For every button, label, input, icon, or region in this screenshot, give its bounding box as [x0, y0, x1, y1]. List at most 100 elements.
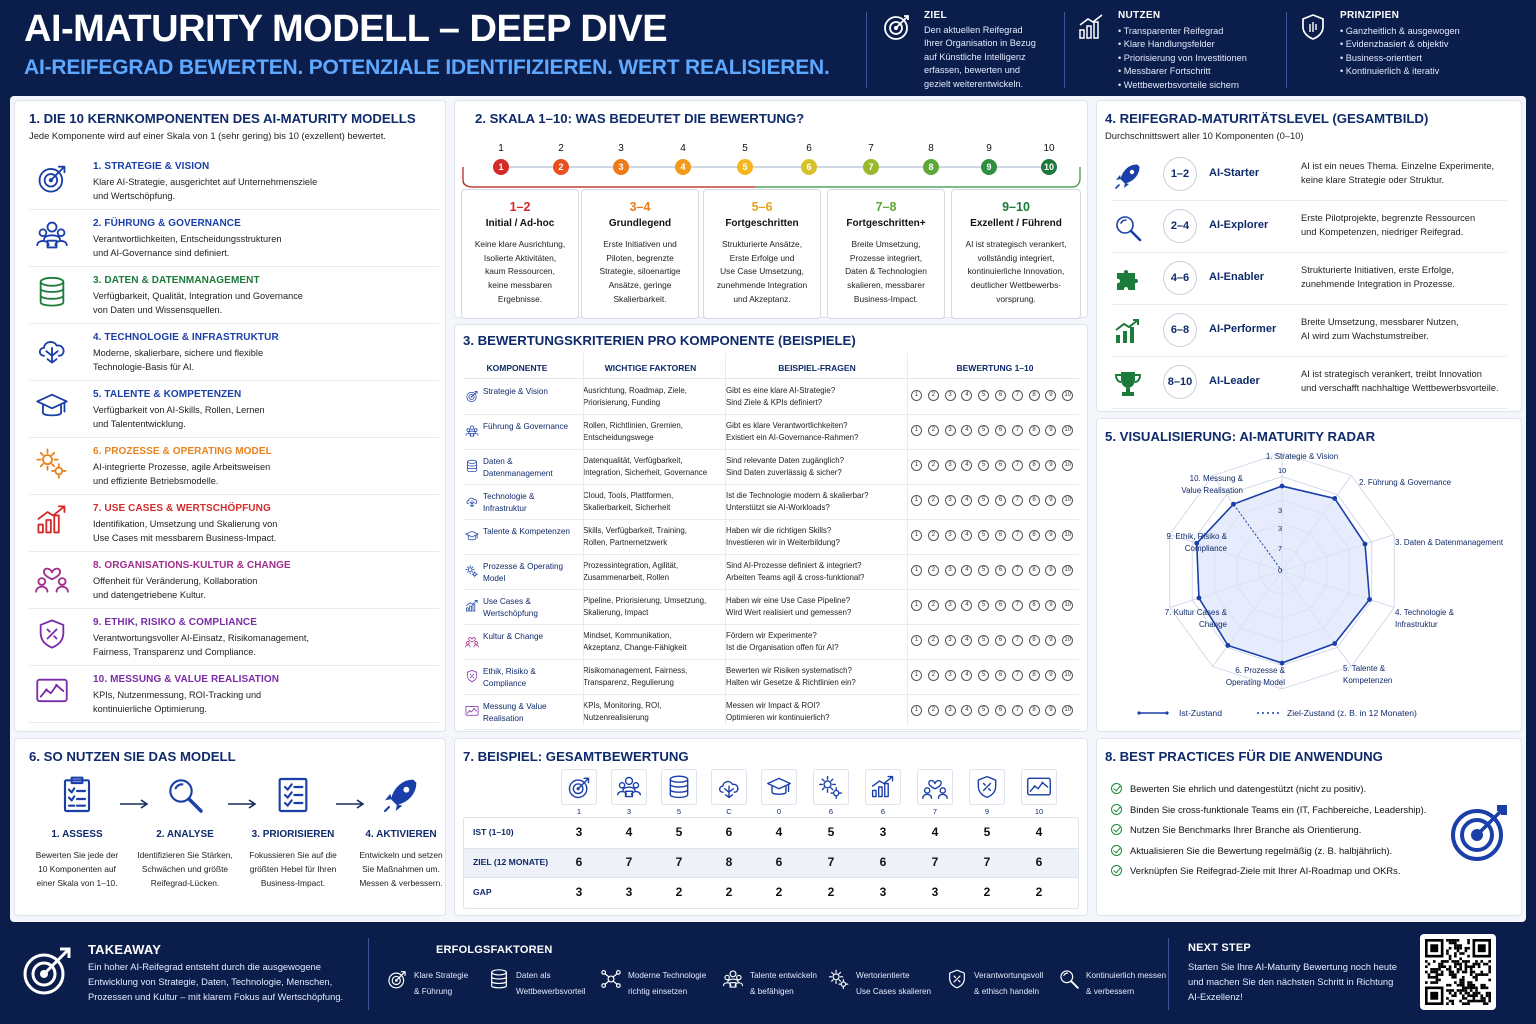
rating-option[interactable]: 9 [1045, 600, 1057, 611]
rating-option[interactable]: 5 [978, 390, 990, 401]
rating-option[interactable]: 6 [995, 495, 1006, 506]
rating-option[interactable]: 10 [1062, 635, 1074, 646]
rating-option[interactable]: 4 [961, 600, 973, 611]
rating-option[interactable]: 2 [927, 600, 939, 611]
rating-option[interactable]: 7 [1011, 670, 1023, 681]
rating-option[interactable]: 9 [1045, 705, 1057, 716]
rating-option[interactable]: 9 [1045, 425, 1057, 436]
rating-option[interactable]: 1 [911, 390, 922, 401]
rating-option[interactable]: 4 [961, 670, 973, 681]
rating-option[interactable]: 8 [1028, 635, 1040, 646]
rating-option[interactable]: 2 [927, 705, 939, 716]
rating-option[interactable]: 6 [995, 565, 1006, 576]
rating-option[interactable]: 5 [978, 705, 990, 716]
rating-option[interactable]: 3 [944, 565, 956, 576]
rating-option[interactable]: 8 [1028, 670, 1040, 681]
rating-option[interactable]: 3 [944, 635, 956, 646]
rating-option[interactable]: 3 [944, 390, 956, 401]
rating-option[interactable]: 8 [1028, 565, 1040, 576]
rating-option[interactable]: 7 [1011, 530, 1023, 541]
rating-option[interactable]: 5 [978, 635, 990, 646]
rating-option[interactable]: 1 [911, 635, 922, 646]
rating-option[interactable]: 3 [944, 600, 956, 611]
rating-option[interactable]: 10 [1062, 600, 1074, 611]
rating-option[interactable]: 4 [961, 390, 973, 401]
rating-option[interactable]: 7 [1011, 495, 1023, 506]
rating-option[interactable]: 8 [1028, 530, 1040, 541]
rating-option[interactable]: 4 [961, 460, 973, 471]
rating-option[interactable]: 3 [944, 425, 956, 436]
rating-option[interactable]: 10 [1062, 425, 1074, 436]
rating-option[interactable]: 1 [911, 670, 922, 681]
rating-option[interactable]: 6 [995, 705, 1006, 716]
rating-option[interactable]: 2 [927, 390, 939, 401]
rating-option[interactable]: 10 [1062, 670, 1074, 681]
rating-option[interactable]: 6 [995, 390, 1006, 401]
rating-option[interactable]: 1 [911, 495, 922, 506]
rating-option[interactable]: 9 [1045, 460, 1057, 471]
rating-option[interactable]: 5 [978, 460, 990, 471]
rating-option[interactable]: 4 [961, 635, 973, 646]
rating-option[interactable]: 3 [944, 460, 956, 471]
rating-option[interactable]: 6 [995, 670, 1006, 681]
rating-option[interactable]: 2 [927, 460, 939, 471]
rating-option[interactable]: 3 [944, 495, 956, 506]
rating-option[interactable]: 2 [927, 670, 939, 681]
rating-option[interactable]: 6 [995, 600, 1006, 611]
rating-option[interactable]: 3 [944, 705, 956, 716]
rating-option[interactable]: 7 [1011, 460, 1023, 471]
qr-code[interactable] [1420, 934, 1496, 1010]
rating-option[interactable]: 7 [1011, 425, 1023, 436]
rating-option[interactable]: 10 [1062, 530, 1074, 541]
rating-option[interactable]: 8 [1028, 460, 1040, 471]
rating-option[interactable]: 1 [911, 565, 922, 576]
rating-option[interactable]: 6 [995, 425, 1006, 436]
rating-option[interactable]: 10 [1062, 495, 1074, 506]
rating-option[interactable]: 5 [978, 600, 990, 611]
rating-option[interactable]: 8 [1028, 705, 1040, 716]
rating-option[interactable]: 4 [961, 495, 973, 506]
rating-option[interactable]: 5 [978, 495, 990, 506]
rating-option[interactable]: 5 [978, 530, 990, 541]
rating-option[interactable]: 5 [978, 670, 990, 681]
rating-option[interactable]: 6 [995, 460, 1006, 471]
rating-option[interactable]: 10 [1062, 705, 1074, 716]
rating-option[interactable]: 9 [1045, 565, 1057, 576]
rating-option[interactable]: 9 [1045, 635, 1057, 646]
rating-option[interactable]: 4 [961, 565, 973, 576]
rating-option[interactable]: 7 [1011, 565, 1023, 576]
rating-option[interactable]: 4 [961, 705, 973, 716]
rating-option[interactable]: 5 [978, 565, 990, 576]
rating-option[interactable]: 9 [1045, 390, 1057, 401]
rating-option[interactable]: 1 [911, 600, 922, 611]
rating-option[interactable]: 9 [1045, 495, 1057, 506]
rating-option[interactable]: 6 [995, 635, 1006, 646]
rating-option[interactable]: 6 [995, 530, 1006, 541]
rating-option[interactable]: 7 [1011, 390, 1023, 401]
rating-option[interactable]: 2 [927, 530, 939, 541]
rating-option[interactable]: 8 [1028, 425, 1040, 436]
rating-option[interactable]: 3 [944, 530, 956, 541]
rating-option[interactable]: 2 [927, 425, 939, 436]
rating-option[interactable]: 7 [1011, 635, 1023, 646]
rating-option[interactable]: 8 [1028, 600, 1040, 611]
rating-option[interactable]: 1 [911, 705, 922, 716]
rating-option[interactable]: 10 [1062, 390, 1074, 401]
rating-option[interactable]: 10 [1062, 460, 1074, 471]
rating-option[interactable]: 9 [1045, 670, 1057, 681]
rating-option[interactable]: 1 [911, 530, 922, 541]
rating-option[interactable]: 2 [927, 635, 939, 646]
rating-option[interactable]: 4 [961, 425, 973, 436]
rating-option[interactable]: 10 [1062, 565, 1074, 576]
rating-option[interactable]: 2 [927, 495, 939, 506]
rating-option[interactable]: 1 [911, 460, 922, 471]
rating-option[interactable]: 7 [1011, 600, 1023, 611]
rating-option[interactable]: 2 [927, 565, 939, 576]
rating-option[interactable]: 3 [944, 670, 956, 681]
rating-option[interactable]: 8 [1028, 495, 1040, 506]
rating-option[interactable]: 1 [911, 425, 922, 436]
rating-option[interactable]: 9 [1045, 530, 1057, 541]
rating-option[interactable]: 7 [1011, 705, 1023, 716]
rating-option[interactable]: 8 [1028, 390, 1040, 401]
rating-option[interactable]: 5 [978, 425, 990, 436]
